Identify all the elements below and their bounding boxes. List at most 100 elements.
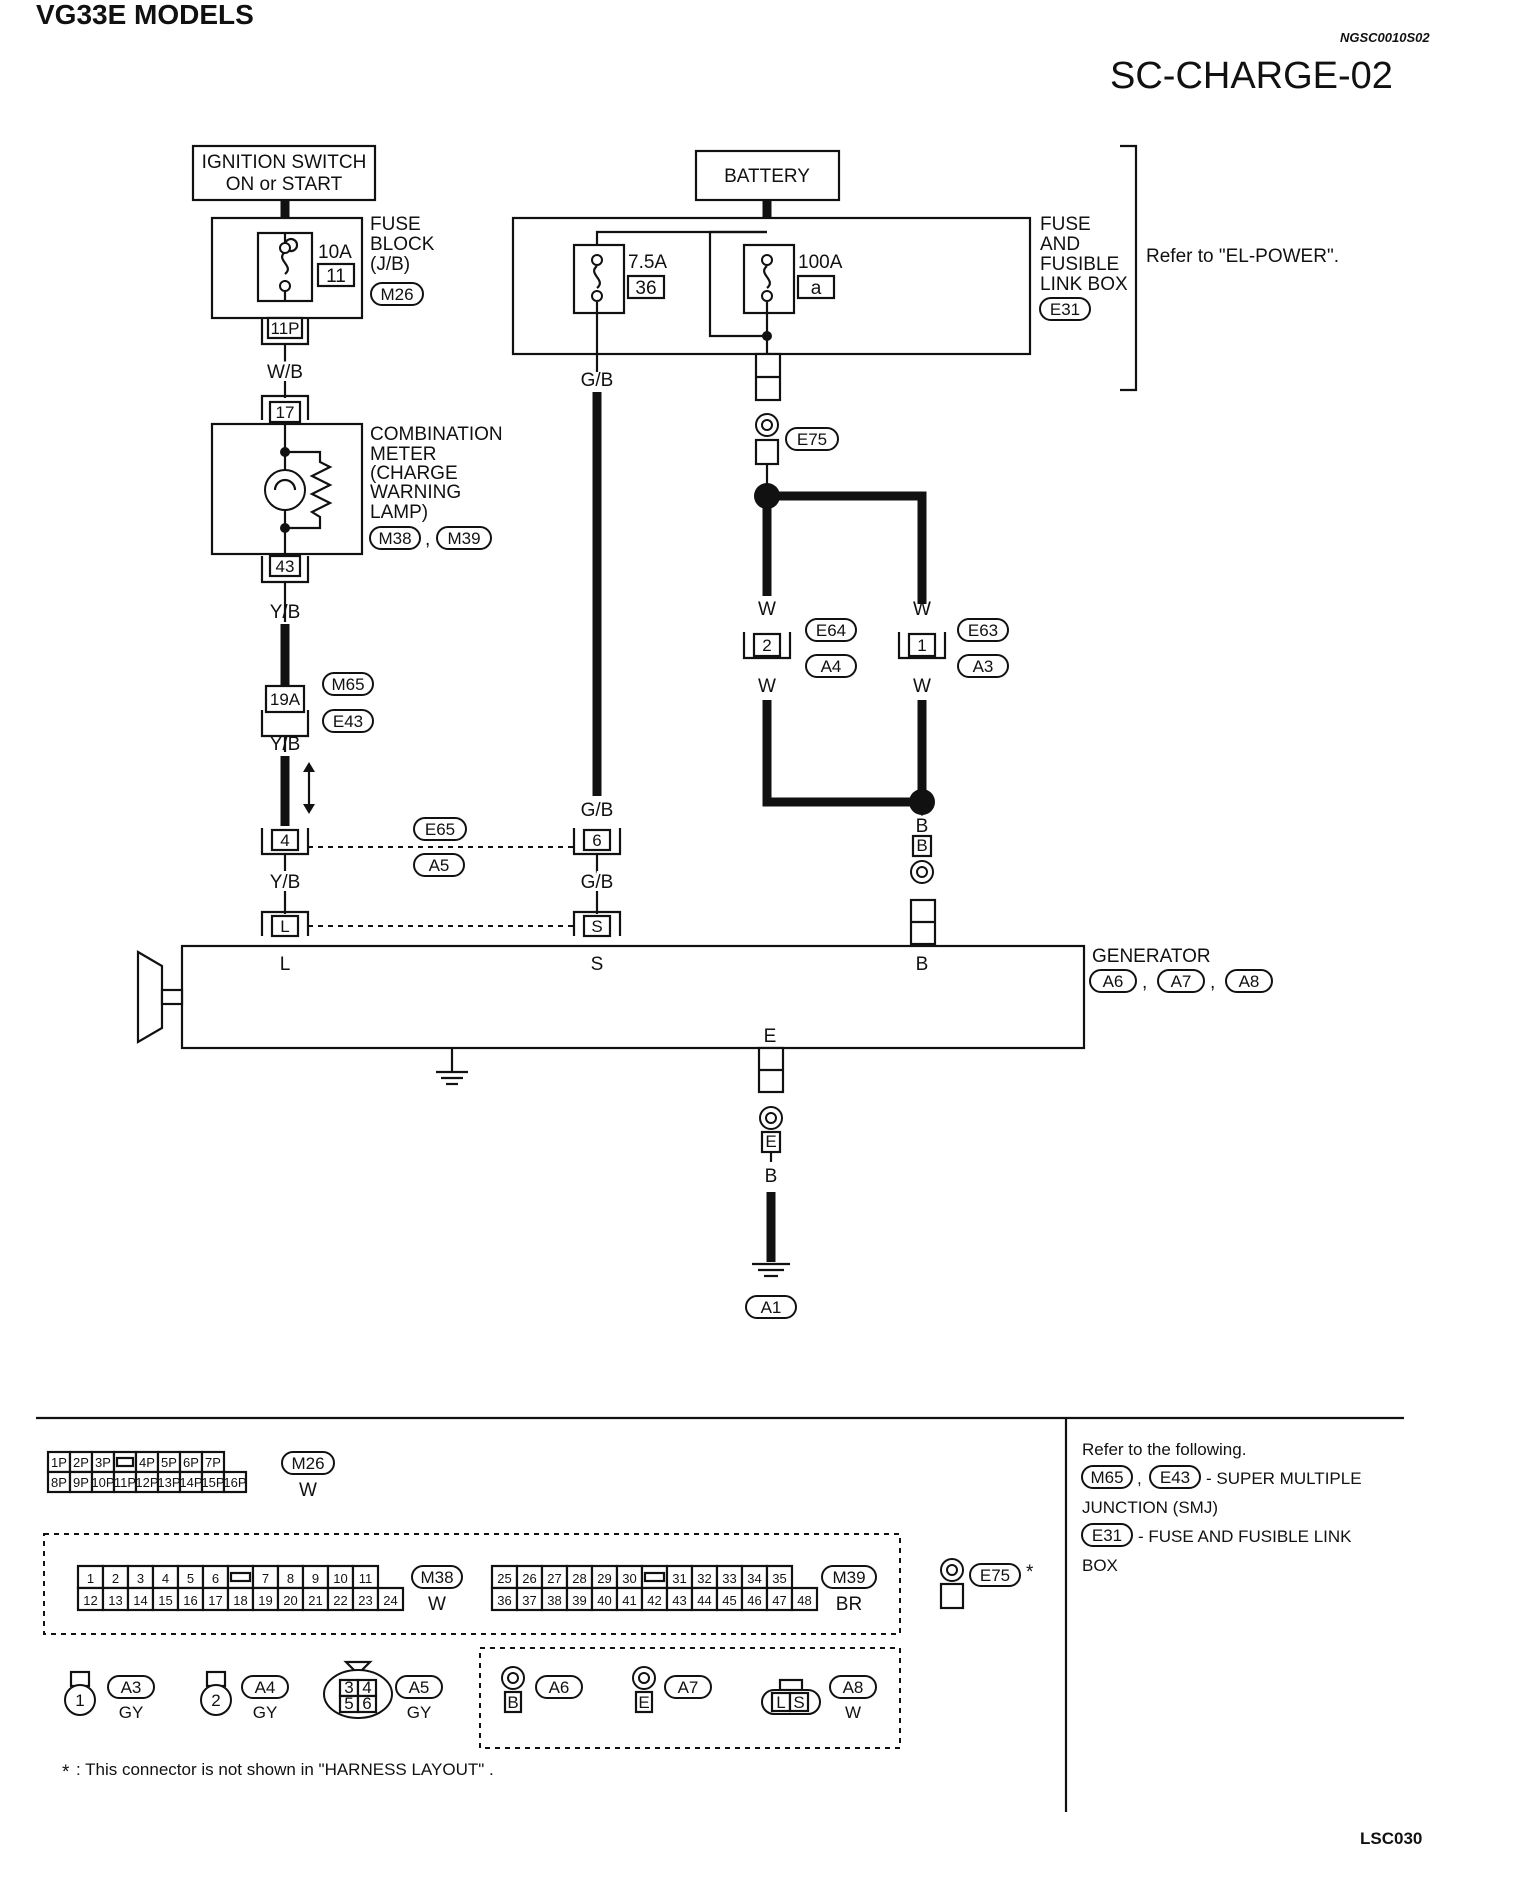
meter-label-2: METER (370, 444, 437, 465)
legend-a3-color: GY (119, 1703, 144, 1722)
conn-a1-label: A1 (761, 1298, 782, 1317)
conn-a4-oval: A4 (805, 654, 857, 678)
legend-m39-id: M39 (832, 1568, 865, 1587)
legend-a5: 3 4 5 6 A5 GY (323, 1660, 443, 1722)
fusible-box-label-3: FUSIBLE (1040, 254, 1119, 275)
pin-label: 14P (179, 1475, 202, 1490)
pin-label: 16P (223, 1475, 246, 1490)
legend-m26-color: W (299, 1480, 317, 1501)
connector-key-icon (115, 1456, 135, 1468)
legend-e75: E75 * (939, 1558, 1034, 1610)
pin-label: 4 (162, 1571, 169, 1586)
legend-a8: L S A8 W (761, 1675, 877, 1722)
refer-e43-label: E43 (1160, 1468, 1190, 1487)
terminal-6-label: 6 (592, 831, 601, 850)
conn-a7-oval: A7 (1157, 969, 1205, 993)
fuse-100a-rating: 100A (798, 252, 843, 273)
terminal-4: 4 (260, 828, 310, 856)
conn-e31-oval: E31 (1039, 297, 1091, 321)
conn-e64-oval: E64 (805, 618, 857, 642)
meter-label-4: WARNING (370, 482, 461, 503)
pin-label: 29 (597, 1571, 611, 1586)
terminal-s: S (572, 910, 622, 938)
conn-e63-label: E63 (968, 621, 998, 640)
pin-label: 34 (747, 1571, 761, 1586)
terminal-l: L (260, 910, 310, 938)
pin-label: 17 (208, 1593, 222, 1608)
pin-label: 12 (83, 1593, 97, 1608)
wire-w-label-3: W (758, 676, 776, 697)
legend-a5-term-4: 4 (362, 1678, 371, 1697)
legend-a6-id: A6 (549, 1678, 570, 1697)
pin-label: 11P (114, 1475, 136, 1490)
conn-a7-label: A7 (1171, 972, 1192, 991)
wire-b-label-2: B (765, 1166, 778, 1187)
pin-label: 13 (108, 1593, 122, 1608)
legend-a4-term: 2 (211, 1691, 220, 1710)
fusible-box-label-2: AND (1040, 234, 1080, 255)
legend-e75-mark: * (1026, 1562, 1034, 1583)
conn-a1-oval: A1 (745, 1295, 797, 1319)
pin-label: 16 (183, 1593, 197, 1608)
terminal-l-label: L (280, 917, 289, 936)
pin-label: 46 (747, 1593, 761, 1608)
charge-warning-lamp-icon (264, 469, 306, 511)
svg-text:,: , (1142, 972, 1147, 993)
conn-m26-legend-oval: M26 (281, 1451, 335, 1475)
terminal-11p-label: 11P (271, 319, 300, 338)
wire-gb-label-3: G/B (581, 872, 614, 893)
pin-label: 32 (697, 1571, 711, 1586)
wire-yb-label-1: Y/B (270, 602, 301, 623)
pin-label: 15P (201, 1475, 224, 1490)
fuse-block-label-1: FUSE (370, 214, 421, 235)
pin-label: 47 (772, 1593, 786, 1608)
fuse-10a-number: 11 (326, 266, 346, 287)
refer-e43-oval: E43 (1149, 1465, 1201, 1489)
pin-label: 30 (622, 1571, 636, 1586)
legend-a5-term-5: 5 (344, 1694, 353, 1713)
wire-gb-label-1: G/B (581, 370, 614, 391)
ignition-switch-box: IGNITION SWITCH ON or START (191, 144, 377, 202)
wire-w-left-bottom (762, 700, 922, 807)
terminal-19a-label: 19A (270, 690, 301, 709)
pin-label: 8P (51, 1475, 67, 1490)
gen-terminal-s: S (591, 954, 604, 975)
conn-m39-label: M39 (447, 529, 480, 548)
pin-label: 42 (647, 1593, 661, 1608)
pin-label: 43 (672, 1593, 686, 1608)
pin-label: 15 (158, 1593, 172, 1608)
refer-m65-label: M65 (1090, 1468, 1123, 1487)
conn-m26-label: M26 (380, 285, 413, 304)
meter-label-5: LAMP) (370, 502, 428, 523)
fuse-7-5a-number: 36 (635, 278, 656, 299)
terminal-b-label-1: B (916, 836, 927, 855)
legend-a3-term: 1 (75, 1691, 84, 1710)
pin-label: 45 (722, 1593, 736, 1608)
figure-id: LSC030 (1360, 1829, 1422, 1848)
pin-label: 28 (572, 1571, 586, 1586)
terminal-6: 6 (572, 828, 622, 856)
conn-m38-oval: M38 (369, 526, 421, 550)
pin-cell (222, 1470, 248, 1494)
terminal-11p: 11P (260, 316, 310, 346)
conn-m38-legend-oval: M38 (411, 1565, 463, 1589)
conn-m26-oval: M26 (370, 282, 424, 306)
pin-label: 48 (797, 1593, 811, 1608)
pin-label: 38 (547, 1593, 561, 1608)
pin-label: 3P (95, 1455, 111, 1470)
legend-a8-term-s: S (793, 1693, 804, 1712)
legend-a4: 2 A4 GY (200, 1670, 289, 1722)
fusible-box-label-1: FUSE (1040, 214, 1091, 235)
svg-text:,: , (1210, 972, 1215, 993)
terminal-43: 43 (260, 554, 310, 584)
pin-label: 5 (187, 1571, 194, 1586)
wire-b-label-1: B (916, 816, 929, 837)
pin-label: 31 (672, 1571, 686, 1586)
pin-label: 41 (622, 1593, 636, 1608)
pin-label: 1P (51, 1455, 67, 1470)
conn-a6-oval: A6 (1089, 969, 1137, 993)
